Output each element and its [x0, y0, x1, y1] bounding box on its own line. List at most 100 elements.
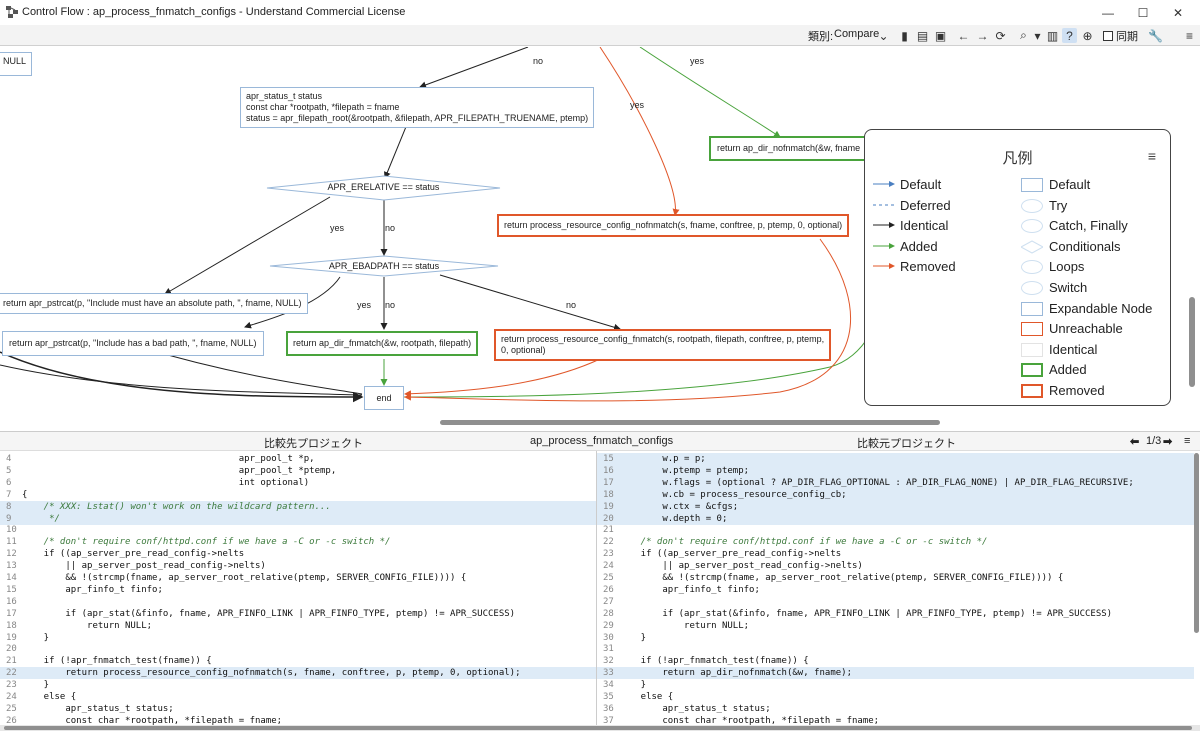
- code-text: {: [22, 489, 28, 500]
- code-line[interactable]: 22 return process_resource_config_nofnma…: [0, 667, 596, 680]
- search-dropdown-icon[interactable]: ▾: [1034, 28, 1041, 43]
- code-line[interactable]: 7{: [0, 489, 596, 501]
- code-line[interactable]: 16: [0, 596, 596, 608]
- code-line[interactable]: 32 if (!apr_fnmatch_test(fname)) {: [597, 655, 1194, 667]
- code-pane-left[interactable]: 4 apr_pool_t *p,5 apr_pool_t *ptemp,6 in…: [0, 451, 596, 725]
- node-proc-nofnmatch[interactable]: return process_resource_config_nofnmatch…: [497, 214, 850, 237]
- forward-icon[interactable]: →: [976, 28, 989, 43]
- code-line[interactable]: 15 apr_finfo_t finfo;: [0, 584, 596, 596]
- line-number: 13: [6, 561, 17, 572]
- legend-menu-icon[interactable]: ≡: [1147, 148, 1156, 164]
- zoom-icon[interactable]: ⊕: [1082, 28, 1093, 43]
- wrench-icon[interactable]: 🔧: [1148, 28, 1163, 43]
- code-line[interactable]: 4 apr_pool_t *p,: [0, 453, 596, 465]
- edge-label-yes-ebad: yes: [357, 300, 372, 310]
- code-line[interactable]: 22 /* don't require conf/httpd.conf if w…: [597, 536, 1194, 548]
- edge-proc-end: [404, 358, 601, 398]
- line-number: 21: [6, 656, 17, 667]
- code-line[interactable]: 37 const char *rootpath, *filepath = fna…: [597, 715, 1194, 725]
- code-line[interactable]: 5 apr_pool_t *ptemp,: [0, 465, 596, 477]
- save-icon[interactable]: ▣: [934, 28, 947, 43]
- copy-icon[interactable]: ▮: [901, 28, 908, 43]
- node-null[interactable]: NULL: [0, 52, 33, 76]
- line-number: 27: [603, 596, 614, 607]
- code-line[interactable]: 19 w.ctx = &cfgs;: [597, 500, 1194, 513]
- code-line[interactable]: 12 if ((ap_server_pre_read_config->nelts: [0, 548, 596, 560]
- category-dropdown[interactable]: Compare: [834, 28, 880, 40]
- decision-ebadpath-label[interactable]: APR_EBADPATH == status: [328, 261, 440, 271]
- line-number: 17: [6, 608, 17, 619]
- code-line[interactable]: 20 w.depth = 0;: [597, 512, 1194, 525]
- help-icon[interactable]: ?: [1062, 28, 1077, 43]
- code-line[interactable]: 35 else {: [597, 691, 1194, 703]
- code-line[interactable]: 23 if ((ap_server_pre_read_config->nelts: [597, 548, 1194, 560]
- code-line[interactable]: 15 w.p = p;: [597, 453, 1194, 465]
- line-number: 37: [603, 715, 614, 725]
- code-line[interactable]: 26 const char *rootpath, *filepath = fna…: [0, 715, 596, 725]
- close-button[interactable]: ✕: [1172, 5, 1184, 20]
- code-line[interactable]: 26 apr_finfo_t finfo;: [597, 584, 1194, 596]
- code-line[interactable]: 19 }: [0, 632, 596, 644]
- code-line[interactable]: 21 if (!apr_fnmatch_test(fname)) {: [0, 655, 596, 667]
- prev-diff-icon[interactable]: ⬅: [1130, 436, 1140, 448]
- node-status-block[interactable]: apr_status_t status const char *rootpath…: [240, 87, 595, 128]
- decision-erelative-label[interactable]: APR_ERELATIVE == status: [327, 182, 440, 192]
- code-text: int optional): [22, 477, 310, 488]
- code-line[interactable]: 13 || ap_server_post_read_config->nelts): [0, 560, 596, 572]
- node-dir-nofnmatch[interactable]: return ap_dir_nofnmatch(&w, fname: [709, 136, 871, 161]
- graph-vertical-scrollbar[interactable]: [1189, 297, 1195, 387]
- map-icon[interactable]: ▥: [1046, 28, 1059, 43]
- code-line[interactable]: 30 }: [597, 632, 1194, 644]
- code-line[interactable]: 29 return NULL;: [597, 620, 1194, 632]
- code-line[interactable]: 20: [0, 643, 596, 655]
- search-icon[interactable]: ⌕: [1020, 28, 1027, 42]
- menu-icon[interactable]: ≡: [1185, 28, 1193, 43]
- code-line[interactable]: 25 && !(strcmp(fname, ap_server_root_rel…: [597, 572, 1194, 584]
- node-dir-fnmatch[interactable]: return ap_dir_fnmatch(&w, rootpath, file…: [286, 331, 479, 356]
- code-horizontal-scrollbar[interactable]: [0, 725, 1200, 731]
- maximize-button[interactable]: ☐: [1137, 5, 1149, 20]
- line-number: 17: [603, 477, 614, 488]
- code-line[interactable]: 31: [597, 643, 1194, 655]
- node-proc-fnmatch[interactable]: return process_resource_config_fnmatch(s…: [494, 329, 832, 361]
- code-line[interactable]: 25 apr_status_t status;: [0, 703, 596, 715]
- graph-horizontal-scrollbar[interactable]: [440, 420, 940, 425]
- code-line[interactable]: 27: [597, 596, 1194, 608]
- code-line[interactable]: 8 /* XXX: Lstat() won't work on the wild…: [0, 500, 596, 513]
- code-line[interactable]: 28 if (apr_stat(&finfo, fname, APR_FINFO…: [597, 608, 1194, 620]
- code-line[interactable]: 6 int optional): [0, 477, 596, 489]
- node-pstrcat-absolute[interactable]: return apr_pstrcat(p, "Include must have…: [0, 293, 308, 314]
- refresh-icon[interactable]: ⟳: [995, 28, 1006, 43]
- code-line[interactable]: 33 return ap_dir_nofnmatch(&w, fname);: [597, 667, 1194, 680]
- code-line[interactable]: 16 w.ptemp = ptemp;: [597, 464, 1194, 477]
- code-vertical-scrollbar[interactable]: [1194, 453, 1199, 633]
- line-number: 7: [6, 489, 12, 500]
- code-line[interactable]: 23 }: [0, 679, 596, 691]
- code-line[interactable]: 9 */: [0, 512, 596, 525]
- code-line[interactable]: 17 w.flags = (optional ? AP_DIR_FLAG_OPT…: [597, 476, 1194, 489]
- code-line[interactable]: 24 || ap_server_post_read_config->nelts): [597, 560, 1194, 572]
- code-line[interactable]: 24 else {: [0, 691, 596, 703]
- code-line[interactable]: 18 w.cb = process_resource_config_cb;: [597, 488, 1194, 501]
- code-pane-right[interactable]: 15 w.p = p;16 w.ptemp = ptemp;17 w.flags…: [597, 451, 1194, 725]
- code-line[interactable]: 36 apr_status_t status;: [597, 703, 1194, 715]
- code-line[interactable]: 34 }: [597, 679, 1194, 691]
- code-line[interactable]: 10: [0, 524, 596, 536]
- node-pstrcat-bad[interactable]: return apr_pstrcat(p, "Include has a bad…: [2, 331, 264, 356]
- code-line[interactable]: 14 && !(strcmp(fname, ap_server_root_rel…: [0, 572, 596, 584]
- chevron-down-icon[interactable]: ⌄: [878, 28, 889, 43]
- node-end[interactable]: end: [364, 386, 404, 410]
- code-scroll-thumb[interactable]: [4, 726, 1192, 730]
- diff-menu-icon[interactable]: ≡: [1184, 435, 1191, 447]
- print-icon[interactable]: ▤: [916, 28, 929, 43]
- back-icon[interactable]: ←: [957, 28, 970, 43]
- code-line[interactable]: 21: [597, 524, 1194, 536]
- code-line[interactable]: 18 return NULL;: [0, 620, 596, 632]
- line-number: 11: [6, 537, 17, 548]
- code-line[interactable]: 11 /* don't require conf/httpd.conf if w…: [0, 536, 596, 548]
- sync-checkbox[interactable]: [1100, 28, 1115, 43]
- pane-divider[interactable]: [596, 451, 597, 725]
- code-line[interactable]: 17 if (apr_stat(&finfo, fname, APR_FINFO…: [0, 608, 596, 620]
- next-diff-icon[interactable]: ➡: [1163, 436, 1173, 448]
- minimize-button[interactable]: —: [1102, 5, 1114, 20]
